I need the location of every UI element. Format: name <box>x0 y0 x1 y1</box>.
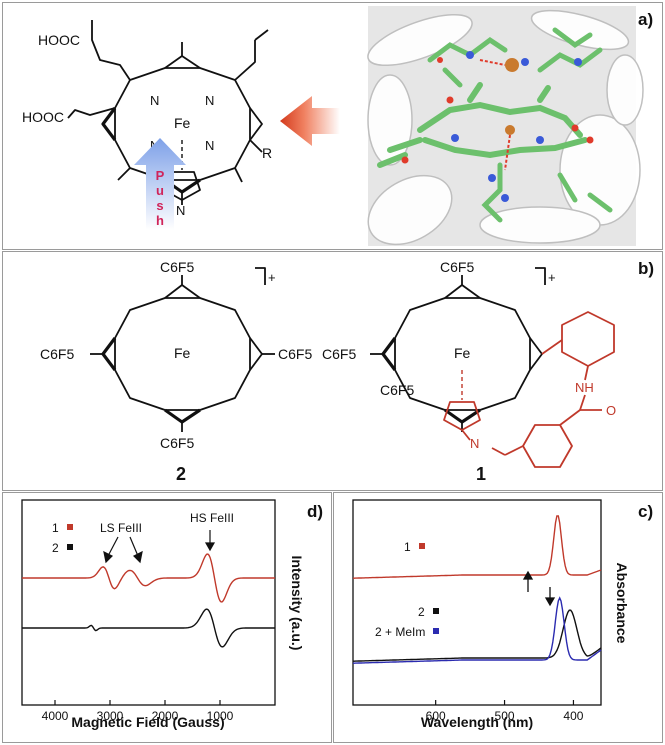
epr-tick-label-3: 4000 <box>42 709 69 723</box>
compound-1-fe: Fe <box>454 345 471 361</box>
compound-1-n-imidazole: N <box>470 436 479 451</box>
uvvis-legend-2: 2 <box>418 605 425 619</box>
push-arrow <box>134 138 186 230</box>
compound-2-charge: + <box>268 270 276 285</box>
uvvis-tick-label-1: 500 <box>495 709 515 723</box>
heme-r-label: R <box>262 145 272 161</box>
uvvis-chart: 400 500 600 <box>352 499 602 723</box>
compound-2-c6f5-right: C6F5 <box>278 346 312 362</box>
epr-annotation-arrows <box>103 530 216 564</box>
epr-legend-1: 1 <box>52 521 59 535</box>
uvvis-plot-frame <box>352 499 602 706</box>
heme-n1: N <box>150 93 159 108</box>
compound-1-c6f5-top: C6F5 <box>440 259 474 275</box>
acid-bottom-label: HOOC <box>22 109 64 125</box>
epr-plot-frame <box>21 499 276 706</box>
uvvis-xlabel-text: Wavelength (nm) <box>421 714 533 730</box>
epr-chart: 1000 2000 3000 4000 <box>21 499 276 723</box>
compound-2-structure <box>90 267 275 432</box>
push-letter-u: u <box>156 183 164 198</box>
epr-series-2 <box>22 608 275 648</box>
panel-b-label: b) <box>638 259 655 278</box>
epr-xlabel: Magnetic Field (Gauss) <box>71 714 224 730</box>
epr-tick-label-0: 1000 <box>207 709 234 723</box>
compound-2-c6f5-top: C6F5 <box>160 259 194 275</box>
uvvis-ylabel: Absorbance <box>614 563 630 644</box>
uvvis-tick-label-0: 400 <box>563 709 583 723</box>
compound-1-structure <box>370 267 546 432</box>
compound-2-c6f5-bottom: C6F5 <box>160 435 194 451</box>
compound-2-c6f5-left: C6F5 <box>40 346 74 362</box>
compound-1-c6f5-left: C6F5 <box>322 346 356 362</box>
compound-1-number: 1 <box>476 464 486 484</box>
heme-n4: N <box>205 138 214 153</box>
heme-n2: N <box>205 93 214 108</box>
uvvis-legend-3: 2 + MeIm <box>375 625 425 639</box>
panel-c-frame <box>333 492 663 743</box>
uvvis-series-2-meim <box>353 596 602 664</box>
uvvis-series-1 <box>353 515 602 579</box>
epr-legend: 1 2 <box>52 521 73 555</box>
compound-1-charge: + <box>548 270 556 285</box>
compound-1-o: O <box>606 403 616 418</box>
push-letter-s: s <box>156 198 163 213</box>
epr-ylabel: Intensity (a.u.) <box>289 556 305 651</box>
panel-a-label: a) <box>638 10 654 29</box>
uvvis-tick-label-2: 600 <box>426 709 446 723</box>
epr-annotation-ls: LS FeIII <box>100 521 142 535</box>
protein-crystal-structure <box>367 6 644 246</box>
uvvis-legend-1: 1 <box>404 540 411 554</box>
push-letter-p: P <box>156 168 165 183</box>
heme-fe-label: Fe <box>174 115 191 131</box>
uvvis-series-2 <box>353 609 602 662</box>
compound-1-c6f5-bottom: C6F5 <box>380 382 414 398</box>
epr-series-1 <box>22 553 275 603</box>
epr-tick-label-1: 2000 <box>152 709 179 723</box>
compound-1-nh: NH <box>575 380 594 395</box>
compound-2-number: 2 <box>176 464 186 484</box>
uvvis-legend: 1 2 2 + MeIm <box>375 540 439 639</box>
push-letter-h: h <box>156 213 164 228</box>
epr-legend-2: 2 <box>52 541 59 555</box>
panel-c-label: c) <box>638 502 654 521</box>
panel-d-label: d) <box>307 502 324 521</box>
uvvis-shift-arrows <box>522 570 556 607</box>
acid-top-label: HOOC <box>38 32 80 48</box>
panel-d-frame <box>2 492 332 743</box>
red-arrow <box>280 96 340 146</box>
epr-tick-label-2: 3000 <box>97 709 124 723</box>
compound-2-fe: Fe <box>174 345 191 361</box>
imidazole-n: N <box>176 203 185 218</box>
epr-annotation-hs: HS FeIII <box>190 511 234 525</box>
panel-b-frame <box>2 251 663 491</box>
compound-1-strap <box>443 311 615 468</box>
